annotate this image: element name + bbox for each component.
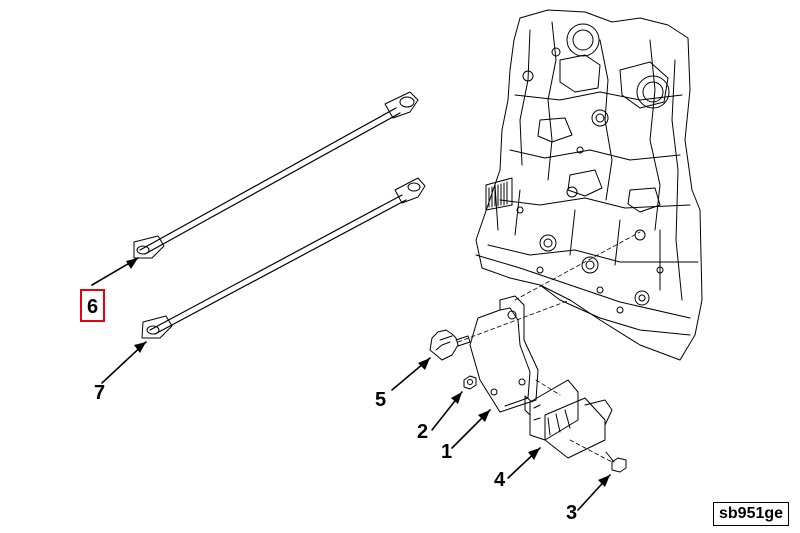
arrowhead-3 bbox=[598, 475, 610, 487]
stud-part-5 bbox=[429, 329, 471, 361]
callout-1[interactable]: 1 bbox=[441, 441, 453, 463]
arrowhead-7 bbox=[134, 342, 146, 353]
alignment-lines bbox=[457, 231, 641, 463]
engine-block bbox=[475, 9, 703, 361]
callout-highlight-box bbox=[80, 289, 105, 322]
callout-7[interactable]: 7 bbox=[94, 382, 106, 404]
reference-code-label: sb951ge bbox=[713, 502, 790, 526]
nut-part-2 bbox=[463, 375, 477, 390]
arrowhead-4 bbox=[528, 448, 540, 460]
callout-5[interactable]: 5 bbox=[375, 389, 387, 411]
arrowhead-6 bbox=[126, 258, 138, 269]
cable-part-6 bbox=[133, 91, 419, 259]
callout-4[interactable]: 4 bbox=[494, 469, 506, 491]
relay-part-4 bbox=[524, 379, 613, 459]
callout-2[interactable]: 2 bbox=[417, 421, 429, 443]
arrowhead-5 bbox=[418, 358, 430, 370]
callout-6[interactable]: 6 bbox=[87, 296, 99, 318]
bracket-part-1 bbox=[469, 295, 539, 413]
arrowheads bbox=[126, 258, 610, 487]
callout-3[interactable]: 3 bbox=[566, 502, 578, 524]
cable-part-7 bbox=[141, 177, 426, 339]
screw-part-3 bbox=[605, 451, 627, 473]
arrowhead-2 bbox=[451, 392, 462, 404]
arrowhead-1 bbox=[478, 410, 490, 422]
leader-arrows bbox=[91, 257, 611, 511]
